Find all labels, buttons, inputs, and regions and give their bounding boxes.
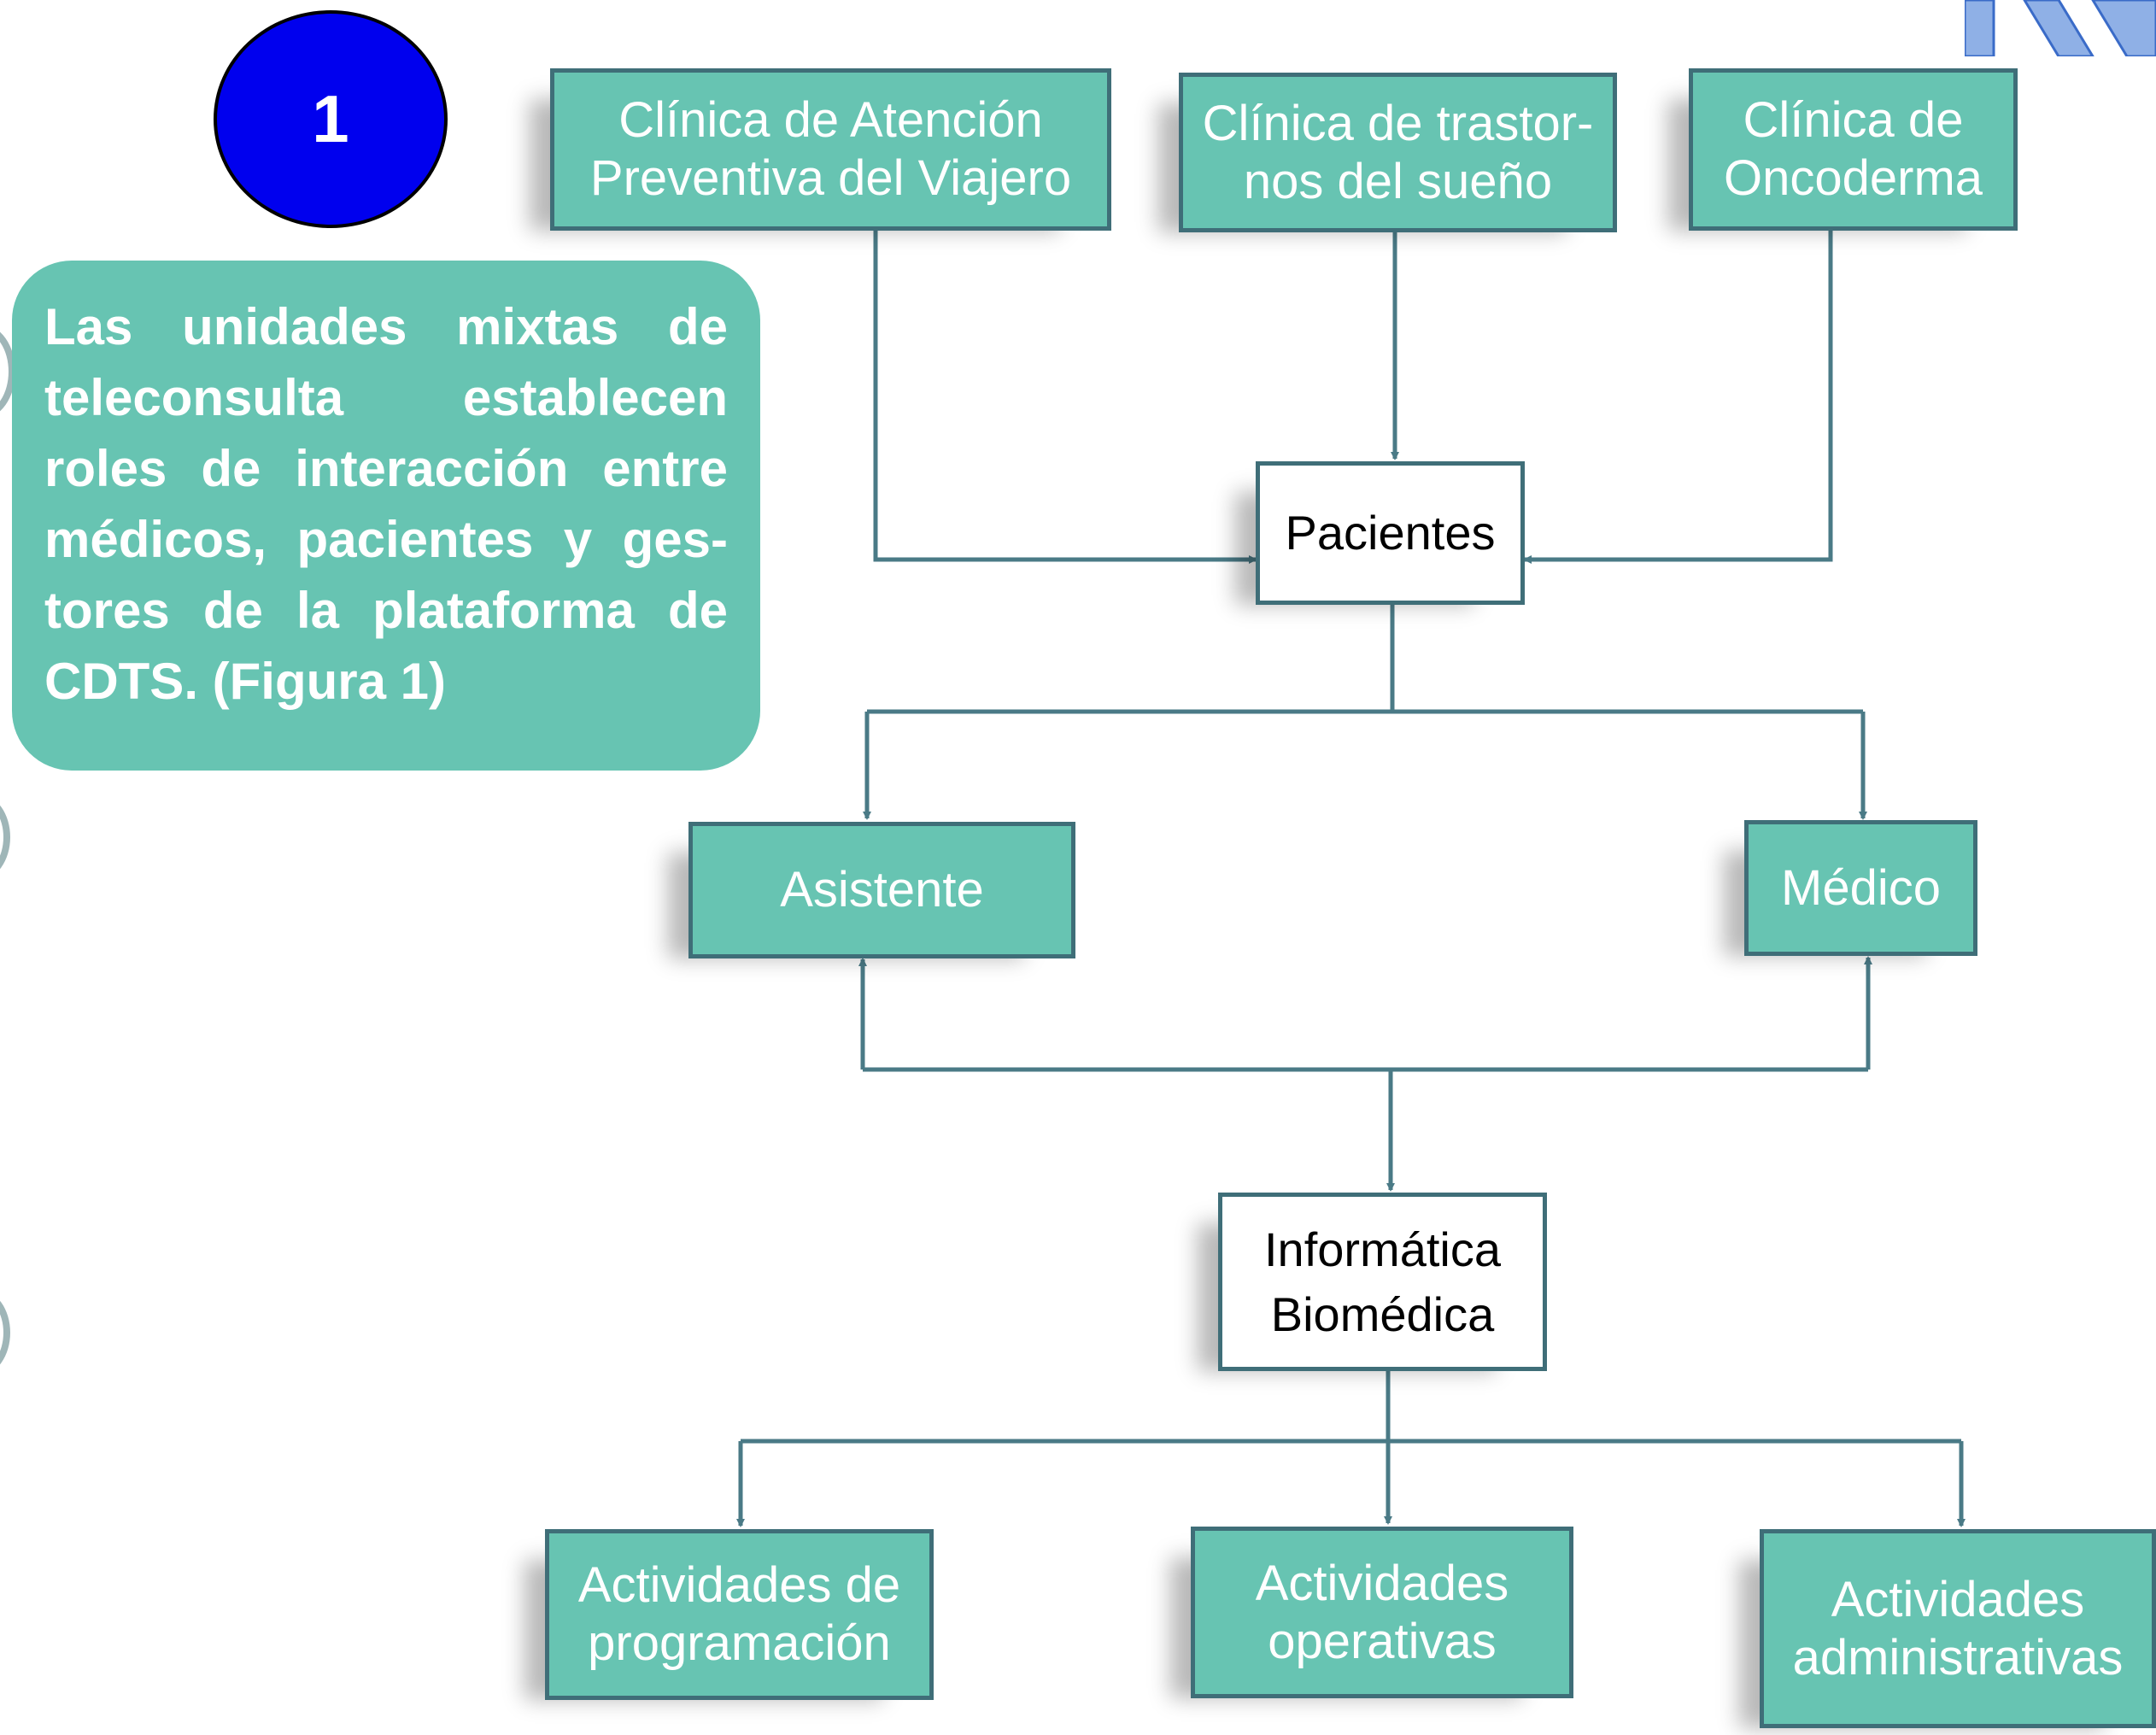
node-label-line: Preventiva del Viajero [589,150,1072,206]
node-label-line: administrativas [1792,1629,2124,1685]
node-clinica-oncoderma: Clínica de Oncoderma [1689,68,2018,231]
node-actividades-programacion: Actividades de programación [545,1529,934,1700]
node-clinica-viajero: Clínica de Atención Preventiva del Viaje… [550,68,1111,231]
node-medico: Médico [1744,820,1977,956]
node-label-line: Clínica de [1743,92,1964,148]
node-label-line: Informática [1264,1222,1501,1276]
node-pacientes: Pacientes [1256,461,1525,605]
node-actividades-administrativas: Actividades administrativas [1760,1529,2156,1728]
callout-text: Las unidades mixtas de teleconsulta esta… [44,298,728,710]
node-label-line: Actividades de [577,1557,901,1613]
node-label-line: Pacientes [1285,506,1496,560]
node-label-line: Clínica de trastor- [1202,95,1594,151]
node-asistente: Asistente [688,822,1075,958]
logo-fragment [1963,0,2156,58]
description-callout: Las unidades mixtas de teleconsulta esta… [12,261,760,771]
connector-viajero-pacientes [873,231,1257,564]
figure-number: 1 [312,81,349,156]
node-label-line: Biomédica [1270,1287,1495,1341]
node-actividades-operativas: Actividades operativas [1191,1527,1573,1698]
node-label-line: nos del sueño [1243,153,1553,209]
node-label-line: Actividades [1255,1555,1509,1611]
connector-oncoderma-pacientes [1523,231,1833,564]
node-label-line: Clínica de Atención [618,92,1043,148]
figure-number-badge: 1 [214,10,448,228]
node-label-line: Asistente [780,862,984,917]
node-label-line: Médico [1781,859,1941,916]
node-label-line: operativas [1268,1613,1497,1669]
node-label-line: programación [588,1615,891,1671]
node-label-line: Actividades [1831,1571,2085,1627]
node-clinica-sueno: Clínica de trastor- nos del sueño [1179,73,1617,232]
node-informatica-biomedica: Informática Biomédica [1218,1193,1547,1371]
node-label-line: Oncoderma [1723,150,1983,206]
